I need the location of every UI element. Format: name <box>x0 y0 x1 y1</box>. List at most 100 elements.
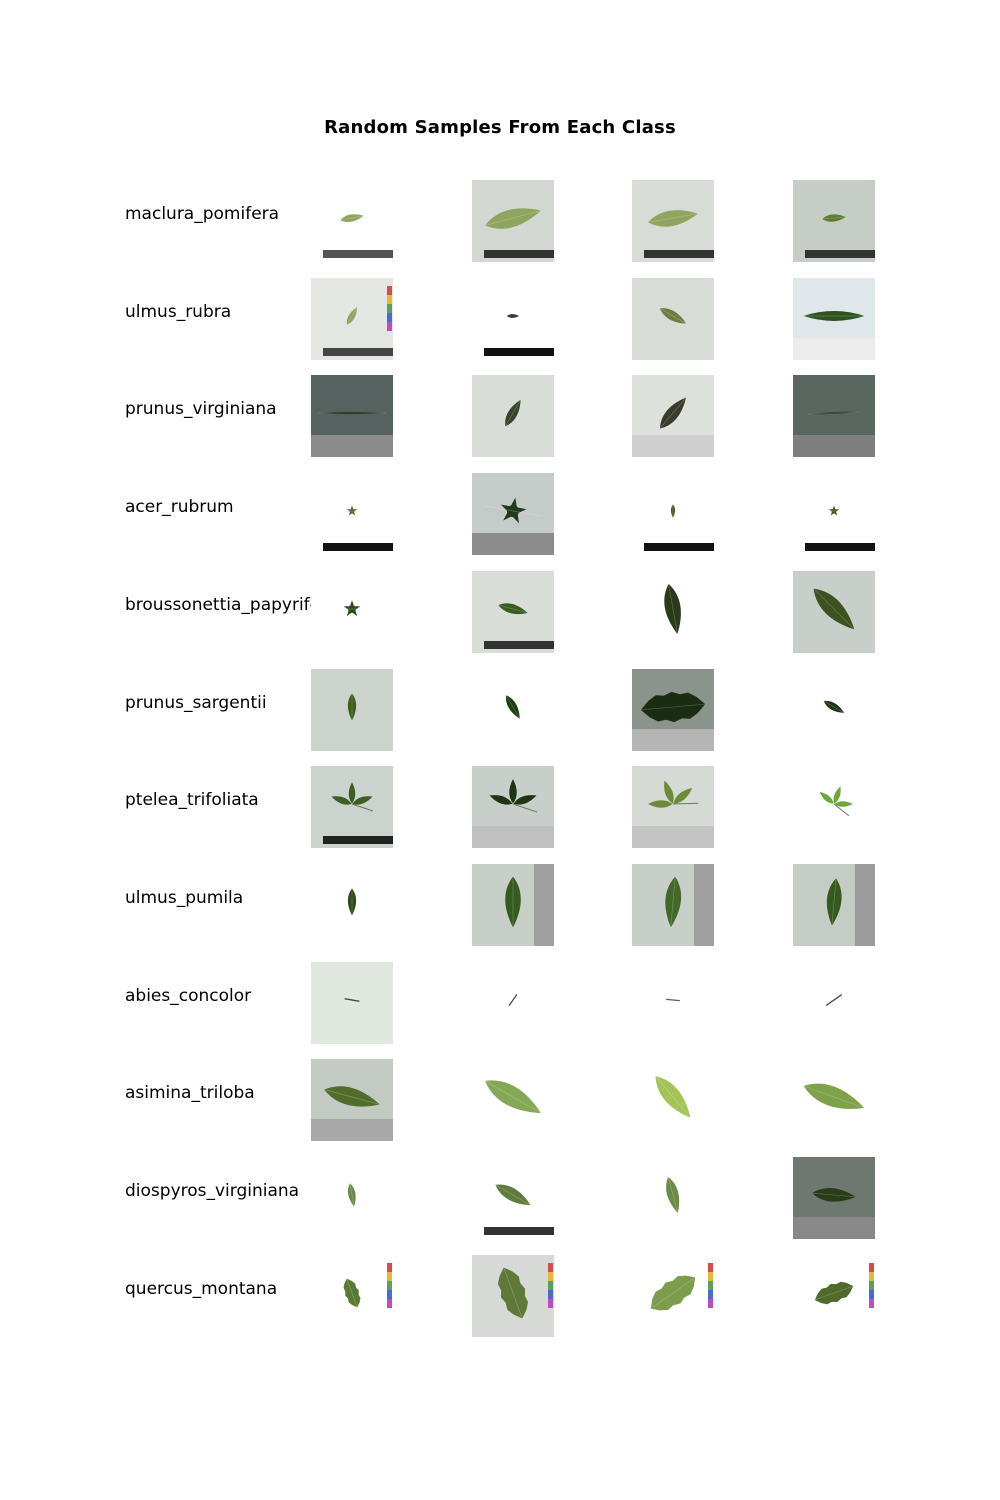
scale-ruler <box>323 250 393 258</box>
leaf-specimen <box>318 412 386 415</box>
class-label: prunus_sargentii <box>125 692 267 713</box>
color-calibration-bar <box>708 1271 713 1281</box>
sample-photo <box>632 375 714 458</box>
photo-floor <box>472 533 554 556</box>
sample-thumbnail <box>311 668 393 751</box>
scale-ruler <box>323 543 393 552</box>
leaf-specimen <box>506 313 520 318</box>
sample-photo <box>793 961 875 1044</box>
sample-thumbnail <box>632 863 714 946</box>
color-calibration-bar <box>387 294 392 304</box>
leaf-specimen <box>814 1281 854 1304</box>
color-calibration-bar <box>869 1298 874 1308</box>
sample-thumbnail <box>472 375 554 458</box>
leaf-specimen <box>666 998 680 1001</box>
color-calibration-bar <box>708 1289 713 1299</box>
leaf-specimen <box>803 1083 865 1110</box>
sample-thumbnail <box>472 1157 554 1239</box>
photo-background <box>311 961 393 1044</box>
sample-photo <box>311 961 393 1044</box>
sample-photo <box>793 180 875 262</box>
sample-thumbnail <box>311 473 393 556</box>
sample-thumbnail <box>311 1157 393 1239</box>
leaf-specimen <box>655 1076 691 1119</box>
sample-thumbnail <box>632 961 714 1044</box>
sample-thumbnail <box>472 1254 554 1337</box>
sample-thumbnail <box>632 668 714 751</box>
sample-thumbnail <box>311 766 393 849</box>
sample-photo <box>311 1059 393 1142</box>
sample-photo <box>632 668 714 751</box>
photo-sideband <box>694 863 714 946</box>
leaf-specimen <box>340 505 364 516</box>
sample-thumbnail <box>793 1254 875 1337</box>
leaf-specimen <box>497 1267 529 1319</box>
sample-photo <box>632 1059 714 1142</box>
color-calibration-bar <box>387 1262 392 1272</box>
scale-ruler <box>323 836 393 845</box>
photo-floor <box>793 337 875 360</box>
photo-background <box>793 961 875 1044</box>
photo-background <box>311 766 393 849</box>
leaf-specimen <box>333 599 371 616</box>
color-calibration-bar <box>387 1298 392 1308</box>
sample-thumbnail <box>311 570 393 653</box>
color-calibration-bar <box>387 1280 392 1290</box>
sample-photo <box>793 1059 875 1142</box>
color-calibration-bar <box>548 1289 553 1299</box>
leaf-specimen <box>640 691 706 722</box>
sample-photo <box>311 570 393 653</box>
scale-ruler <box>484 640 554 649</box>
photo-background <box>793 473 875 556</box>
leaf-specimen <box>505 694 521 719</box>
photo-floor <box>311 435 393 458</box>
leaf-specimen <box>647 780 699 808</box>
sample-photo <box>311 473 393 556</box>
leaf-specimen <box>825 993 843 1006</box>
color-calibration-bar <box>548 1280 553 1290</box>
scale-ruler <box>805 250 875 258</box>
sample-photo <box>472 570 554 653</box>
scale-ruler <box>323 347 393 356</box>
sample-photo <box>472 1254 554 1337</box>
sample-thumbnail <box>311 375 393 458</box>
color-calibration-bar <box>869 1289 874 1299</box>
photo-floor <box>311 1119 393 1142</box>
sample-thumbnail <box>472 668 554 751</box>
color-calibration-bar <box>708 1298 713 1308</box>
color-calibration-bar <box>387 312 392 322</box>
scale-ruler <box>484 250 554 258</box>
leaf-specimen <box>664 583 681 634</box>
sample-photo <box>793 570 875 653</box>
leaf-specimen <box>347 888 357 916</box>
leaf-specimen <box>484 208 542 229</box>
sample-photo <box>632 1254 714 1337</box>
sample-thumbnail <box>472 1059 554 1142</box>
leaf-specimen <box>498 603 528 614</box>
leaf-specimen <box>659 307 687 324</box>
sample-thumbnail <box>311 1059 393 1142</box>
sample-photo <box>632 180 714 262</box>
class-label: quercus_montana <box>125 1278 278 1299</box>
color-calibration-bar <box>708 1280 713 1290</box>
class-label: ulmus_rubra <box>125 301 232 322</box>
sample-photo <box>472 473 554 556</box>
sample-photo <box>311 1254 393 1337</box>
color-calibration-bar <box>869 1280 874 1290</box>
leaf-specimen <box>484 497 542 524</box>
sample-thumbnail <box>311 277 393 360</box>
scale-ruler <box>805 543 875 552</box>
leaf-specimen <box>659 397 687 430</box>
leaf-specimen <box>808 411 860 416</box>
leaf-specimen <box>343 1278 361 1308</box>
sample-photo <box>472 1157 554 1239</box>
sample-photo <box>632 277 714 360</box>
leaf-specimen <box>484 1080 542 1114</box>
sample-thumbnail <box>311 961 393 1044</box>
sample-thumbnail <box>632 766 714 849</box>
class-label: asimina_triloba <box>125 1083 255 1104</box>
sample-photo <box>472 277 554 360</box>
sample-thumbnail <box>793 277 875 360</box>
color-calibration-bar <box>387 303 392 313</box>
leaf-specimen <box>346 306 358 325</box>
